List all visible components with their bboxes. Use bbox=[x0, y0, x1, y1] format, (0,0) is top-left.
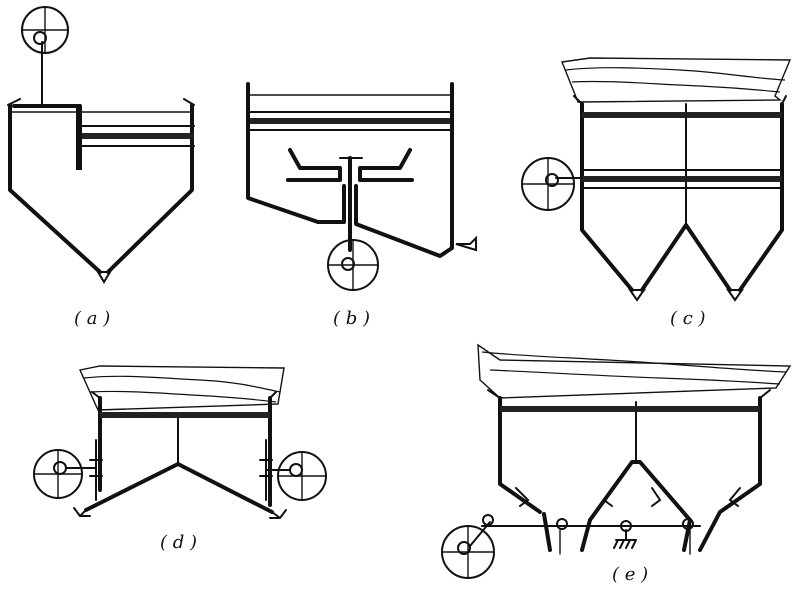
panel-b-drain-valve bbox=[455, 235, 477, 252]
panel-c-liquid bbox=[582, 108, 782, 290]
panel-a-caption: ( a ) bbox=[74, 308, 110, 329]
panel-e: ( e ) bbox=[441, 343, 792, 585]
panel-b-caption: ( b ) bbox=[333, 308, 370, 329]
panel-d-screen bbox=[100, 412, 270, 418]
panel-c-froth bbox=[561, 57, 792, 103]
panel-d: ( d ) bbox=[33, 365, 327, 553]
panel-e-froth bbox=[477, 343, 792, 399]
panel-b-tank-wall bbox=[246, 108, 454, 258]
panel-a-stem bbox=[76, 106, 82, 170]
panel-a-screen bbox=[80, 133, 194, 139]
panel-e-baffles bbox=[515, 487, 741, 507]
panel-b-trough bbox=[286, 148, 414, 182]
panel-e-caption: ( e ) bbox=[612, 564, 648, 585]
panel-d-drain-right bbox=[269, 509, 287, 519]
panel-c-caption: ( c ) bbox=[670, 308, 706, 329]
panel-a: ( a ) bbox=[7, 6, 195, 329]
panel-d-froth bbox=[79, 365, 285, 411]
panel-c-screen-top bbox=[582, 112, 782, 118]
panel-e-screen bbox=[500, 406, 760, 412]
panel-c-outlet-right bbox=[726, 289, 744, 302]
panel-c: ( c ) bbox=[521, 57, 792, 329]
panel-c-outlet-left bbox=[628, 289, 646, 302]
panel-c-screen-mid bbox=[582, 176, 782, 182]
panel-b-screen bbox=[248, 118, 454, 124]
panel-d-drain-left bbox=[73, 507, 91, 517]
panel-a-outlet-valve bbox=[96, 271, 112, 284]
panel-d-caption: ( d ) bbox=[160, 532, 197, 553]
panel-b: ( b ) bbox=[246, 82, 477, 329]
panel-d-liquid bbox=[100, 414, 270, 490]
